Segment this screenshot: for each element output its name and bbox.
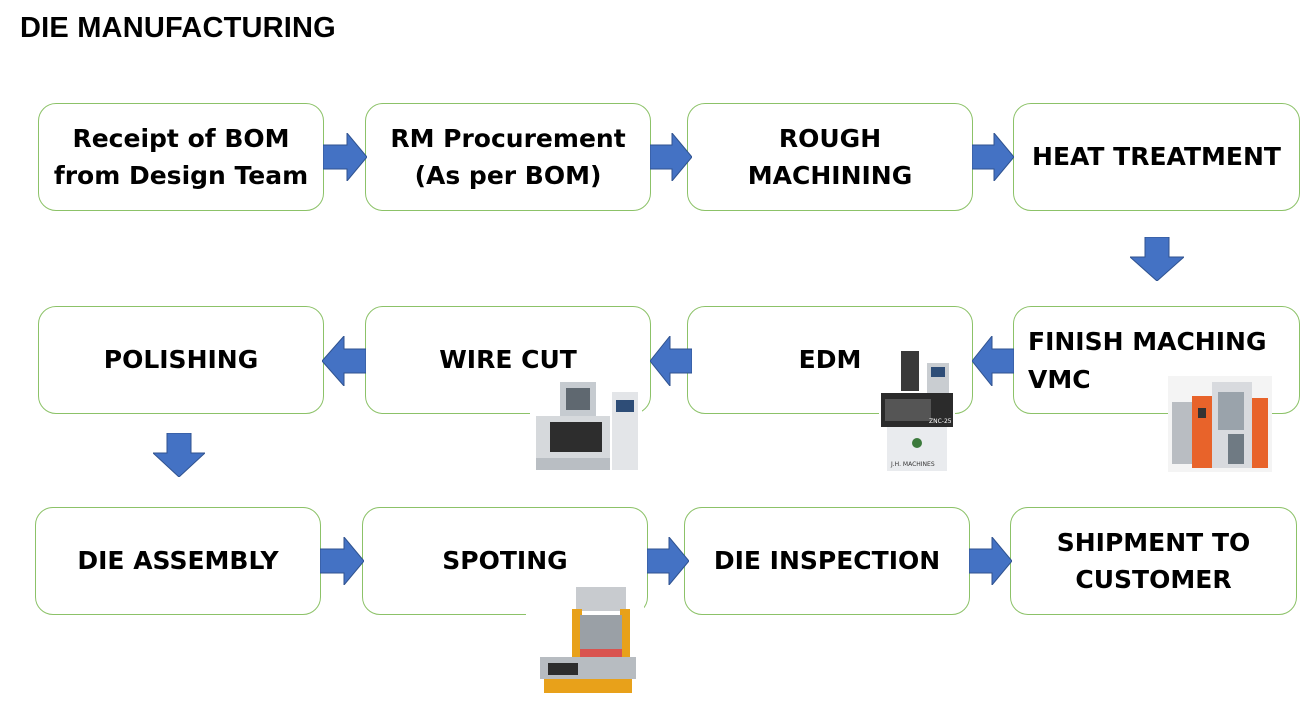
step-receipt-bom: Receipt of BOM from Design Team	[38, 103, 324, 211]
step-polishing: POLISHING	[38, 306, 324, 414]
wire-cut-machine-image	[530, 378, 642, 479]
step-heat-treatment: HEAT TREATMENT	[1013, 103, 1300, 211]
spotting-press-image	[526, 583, 644, 706]
arrow-right-icon	[323, 133, 367, 181]
arrow-right-icon	[972, 133, 1014, 181]
arrow-left-icon	[322, 336, 366, 386]
arrow-right-icon	[320, 537, 364, 585]
arrow-left-icon	[650, 336, 692, 386]
arrow-down-icon	[1130, 237, 1184, 281]
step-finish-maching: FINISH MACHING VMC	[1013, 306, 1300, 414]
arrow-right-icon	[650, 133, 692, 181]
page-title: DIE MANUFACTURING	[20, 12, 336, 44]
step-rough-machining: ROUGH MACHINING	[687, 103, 973, 211]
step-shipment: SHIPMENT TO CUSTOMER	[1010, 507, 1297, 615]
arrow-down-icon	[153, 433, 205, 477]
step-die-inspection: DIE INSPECTION	[684, 507, 970, 615]
edm-model-label: ZNC-25	[929, 418, 952, 425]
arrow-right-icon	[647, 537, 689, 585]
edm-brand-label: J.H. MACHINES	[890, 461, 935, 468]
arrow-left-icon	[972, 336, 1014, 386]
edm-machine-image: ZNC-25 J.H. MACHINES	[879, 349, 955, 478]
step-die-assembly: DIE ASSEMBLY	[35, 507, 321, 615]
vmc-machine-image	[1168, 376, 1272, 477]
step-rm-procurement: RM Procurement (As per BOM)	[365, 103, 651, 211]
arrow-right-icon	[969, 537, 1012, 585]
